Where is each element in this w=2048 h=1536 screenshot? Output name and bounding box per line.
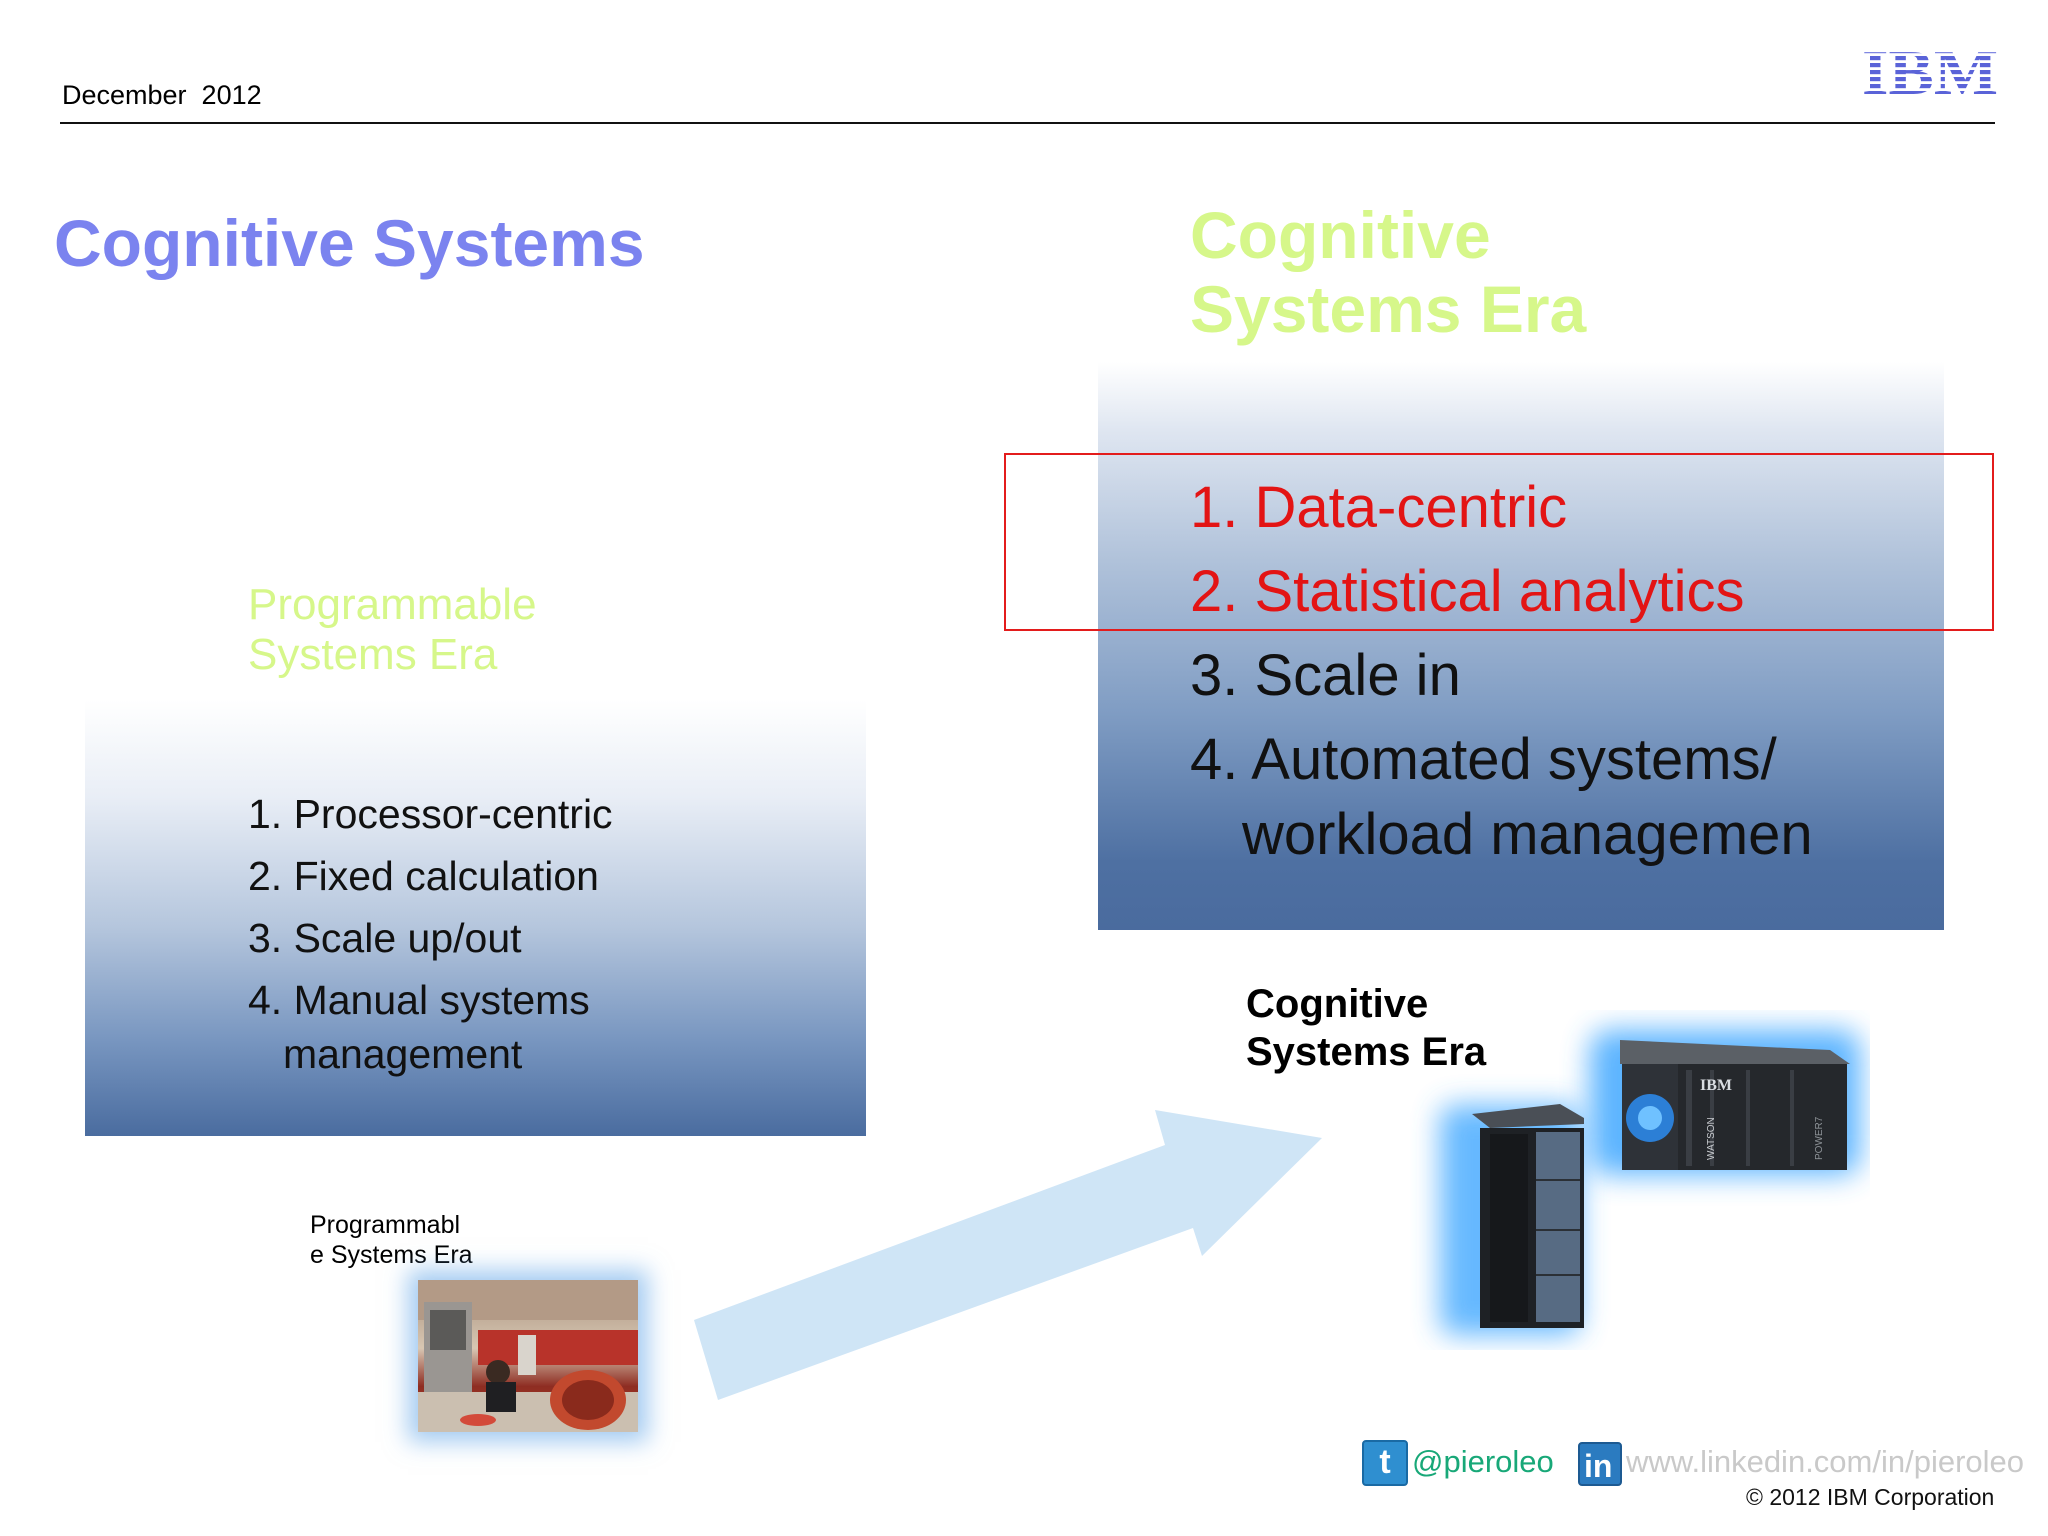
mainframe-photo (418, 1280, 638, 1432)
twitter-handle-link[interactable]: @pieroleo (1412, 1444, 1554, 1479)
cognitive-era-title-line1: Cognitive (1190, 198, 1491, 272)
ibm-logo: IBM (1862, 42, 1998, 98)
list-item: 1. Processor-centric (248, 791, 613, 837)
header-rule (60, 122, 1995, 124)
list-item: 2. Fixed calculation (248, 853, 599, 899)
cognitive-era-title: Cognitive Systems Era (1190, 198, 1586, 346)
cognitive-era-title-line2: Systems Era (1190, 272, 1587, 346)
programmable-era-label-line2: Systems Era (248, 630, 498, 679)
programmable-era-caption-line2: e Systems Era (310, 1241, 473, 1269)
list-item-highlighted: 1. Data-centric (1190, 475, 1568, 540)
highlight-box (1004, 453, 1994, 631)
cognitive-era-caption: Cognitive Systems Era (1246, 980, 1486, 1076)
cognitive-era-panel (1098, 362, 1944, 930)
cognitive-era-caption-line2: Systems Era (1246, 1030, 1487, 1074)
programmable-era-label: Programmable Systems Era (248, 580, 537, 680)
list-item-highlighted: 2. Statistical analytics (1190, 559, 1745, 624)
programmable-era-list: 1. Processor-centric 2. Fixed calculatio… (248, 783, 613, 1077)
list-item: 3. Scale in (1190, 643, 1461, 708)
programmable-era-panel (85, 700, 866, 1136)
progress-arrow-icon (694, 1110, 1322, 1400)
list-item: 3. Scale up/out (248, 915, 522, 961)
programmable-era-label-line1: Programmable (248, 580, 537, 629)
watson-model-label: POWER7 (1814, 1116, 1825, 1160)
page-title: Cognitive Systems (54, 206, 645, 280)
list-item: 4. Manual systems (248, 977, 590, 1023)
linkedin-icon[interactable]: in (1578, 1442, 1622, 1486)
slide-date: December 2012 (62, 80, 262, 110)
cognitive-era-caption-line1: Cognitive (1246, 982, 1429, 1026)
twitter-icon[interactable]: t (1362, 1440, 1408, 1486)
watson-brand-label: IBM (1700, 1077, 1732, 1094)
cognitive-era-list: 1. Data-centric 2. Statistical analytics… (1190, 466, 1813, 868)
ibm-logo-text: IBM (1862, 42, 1998, 98)
watson-server-image: IBM WATSON POWER7 (1440, 1030, 1860, 1335)
linkedin-url-link[interactable]: www.linkedin.com/in/pieroleo (1626, 1444, 2025, 1479)
watson-name-label: WATSON (1706, 1117, 1717, 1160)
copyright-notice: © 2012 IBM Corporation (1746, 1484, 1995, 1510)
list-item: 4. Automated systems/ (1190, 727, 1777, 792)
list-item-continuation: workload managemen (1242, 802, 1813, 867)
programmable-era-caption: Programmabl e Systems Era (310, 1210, 473, 1270)
mainframe-photo-art (418, 1280, 638, 1432)
programmable-era-caption-line1: Programmabl (310, 1211, 461, 1239)
list-item-continuation: management (283, 1031, 523, 1077)
